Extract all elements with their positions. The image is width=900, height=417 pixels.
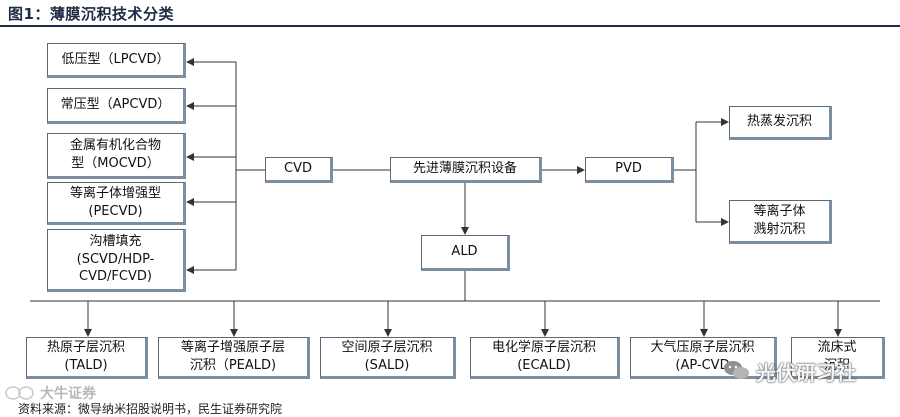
node-trench-fill: 沟槽填充 (SCVD/HDP- CVD/FCVD) xyxy=(47,229,186,292)
node-center: 先进薄膜沉积设备 xyxy=(390,157,542,183)
watermark-left: 大牛证券 xyxy=(4,382,114,404)
node-ald: ALD xyxy=(421,235,510,271)
watermark-right: 光伏研习社 xyxy=(722,356,892,385)
watermark-left-text: 大牛证券 xyxy=(40,386,96,402)
node-cvd: CVD xyxy=(265,157,333,183)
wechat-icon xyxy=(724,361,749,379)
node-ap-ald: 大气压原子层沉积 (AP-CVD xyxy=(630,337,777,379)
node-thermal-evaporation: 热蒸发沉积 xyxy=(729,106,832,140)
node-pvd: PVD xyxy=(585,157,674,183)
node-peald: 等离子增强原子层 沉积（PEALD) xyxy=(158,337,310,379)
node-ecald: 电化学原子层沉积 (ECALD) xyxy=(470,337,620,379)
node-plasma-sputtering: 等离子体 溅射沉积 xyxy=(729,200,832,244)
node-mocvd: 金属有机化合物 型（MOCVD） xyxy=(47,133,186,179)
node-fluidized-bed: 流床式 沉积 xyxy=(791,337,885,379)
figure-title: 图1：薄膜沉积技术分类 xyxy=(8,5,174,23)
node-pecvd: 等离子体增强型 (PECVD) xyxy=(47,182,186,225)
node-tald: 热原子层沉积 (TALD) xyxy=(26,337,148,379)
watermark-right-text: 光伏研习社 xyxy=(756,361,856,385)
node-sald: 空间原子层沉积 (SALD) xyxy=(320,337,456,379)
source-note: 资料来源：微导纳米招股说明书，民生证券研究院 xyxy=(18,402,283,416)
title-rule xyxy=(0,25,900,27)
node-apcvd: 常压型（APCVD） xyxy=(47,88,186,124)
watermark-logo-icon xyxy=(5,386,34,400)
node-lpcvd: 低压型（LPCVD） xyxy=(47,43,186,78)
